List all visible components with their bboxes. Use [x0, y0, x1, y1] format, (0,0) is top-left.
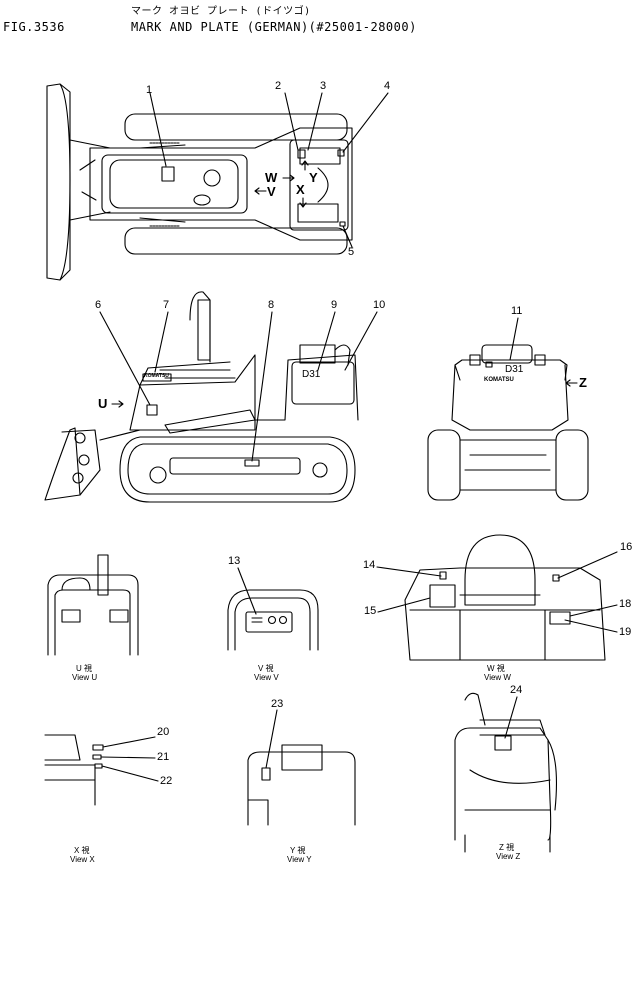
plate-5-top [339, 221, 346, 227]
view-z-caption: View Z [496, 852, 521, 861]
arrow-label-z: Z [579, 375, 587, 390]
callout-1: 1 [146, 84, 153, 96]
plate-18 [549, 611, 571, 625]
view-u-drawing [47, 554, 139, 656]
callout-4: 4 [384, 80, 391, 92]
callout-18: 18 [619, 598, 632, 610]
figure-number: FIG.3536 [3, 20, 65, 34]
model-plate-rear: D31 [505, 364, 524, 375]
callout-24: 24 [510, 684, 523, 696]
callout-11: 11 [511, 305, 523, 317]
callout-16: 16 [620, 541, 633, 553]
callout-23: 23 [271, 698, 284, 710]
plate-23 [261, 767, 271, 781]
arrow-label-x: X [296, 182, 305, 197]
view-w-caption-jp: W 視 [487, 664, 505, 673]
plate-2-top [297, 149, 306, 159]
plate-15 [429, 584, 456, 608]
plate-4-top [337, 149, 345, 157]
plate-13 [245, 611, 293, 633]
view-z-caption-jp: Z 視 [499, 843, 515, 852]
view-u-caption: View U [72, 673, 98, 682]
view-y-caption-jp: Y 視 [290, 846, 306, 855]
model-plate-side: D31 [302, 369, 321, 380]
rear-view-drawing [427, 317, 589, 501]
view-y-drawing [247, 709, 356, 826]
arrow-label-v: V [267, 184, 276, 199]
callout-22: 22 [160, 775, 173, 787]
figure-title: MARK AND PLATE (GERMAN)(#25001-28000) [131, 20, 417, 34]
callout-10: 10 [373, 299, 386, 311]
callout-21: 21 [157, 751, 170, 763]
brand-text-rear: KOMATSU [484, 377, 514, 383]
callout-14: 14 [363, 559, 376, 571]
view-v-caption-jp: V 視 [258, 664, 274, 673]
view-v-drawing [227, 567, 319, 651]
view-x-drawing [44, 734, 159, 806]
side-view-drawing [44, 291, 378, 503]
plate-6 [146, 404, 158, 416]
view-w-caption: View W [484, 673, 511, 682]
arrow-label-y: Y [309, 170, 318, 185]
callout-7: 7 [163, 299, 170, 311]
brand-text-side: KOMATSU [144, 373, 169, 379]
view-u-caption-jp: U 視 [76, 664, 92, 673]
plate-20 [92, 744, 104, 751]
view-x-caption: View X [70, 855, 95, 864]
callout-5: 5 [348, 246, 355, 258]
view-v-caption: View V [254, 673, 279, 682]
plate-1-top [161, 166, 175, 182]
top-view-drawing [46, 83, 389, 281]
view-y-caption: View Y [287, 855, 312, 864]
plate-21 [92, 754, 102, 760]
callout-15: 15 [364, 605, 377, 617]
callout-2: 2 [275, 80, 282, 92]
view-w-drawing [376, 534, 618, 661]
title-japanese: マーク オヨビ プレート (ドイツゴ) [131, 6, 311, 17]
callout-3: 3 [320, 80, 327, 92]
brand-plate-side [142, 373, 172, 382]
callout-20: 20 [157, 726, 170, 738]
arrow-label-u: U [98, 396, 108, 411]
arrow-label-w: W [265, 170, 278, 185]
callout-6: 6 [95, 299, 102, 311]
callout-8: 8 [268, 299, 275, 311]
plate-24 [494, 735, 512, 751]
view-x-caption-jp: X 視 [74, 846, 90, 855]
view-z-drawing [454, 692, 557, 853]
callout-13: 13 [228, 555, 241, 567]
plate-22 [94, 763, 103, 769]
plate-11 [485, 361, 493, 368]
callout-19: 19 [619, 626, 632, 638]
callout-9: 9 [331, 299, 338, 311]
